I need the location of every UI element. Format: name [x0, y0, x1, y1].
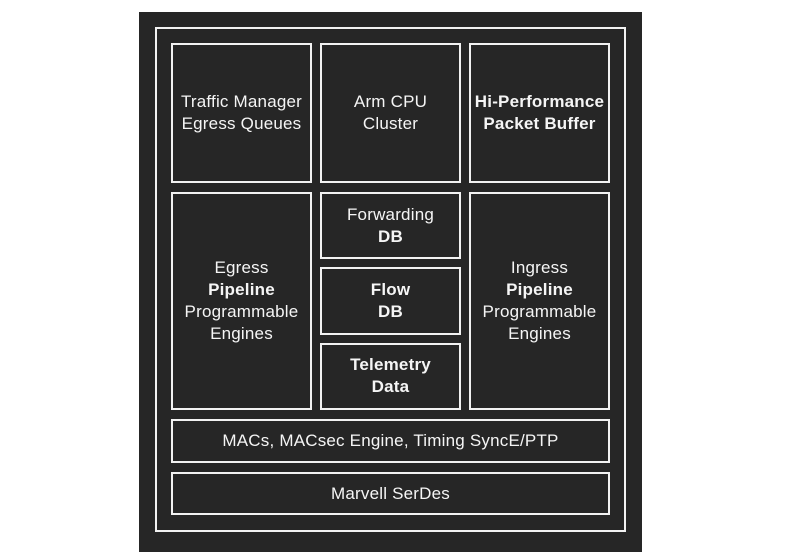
- block-line: Traffic Manager: [180, 92, 303, 111]
- block-telemetry-data: Telemetry Data: [320, 342, 461, 410]
- block-line: MACs, MACsec Engine, Timing SyncE/PTP: [222, 431, 559, 450]
- row-top: Traffic Manager Egress Queues Arm CPU Cl…: [171, 43, 610, 183]
- row-macs: MACs, MACsec Engine, Timing SyncE/PTP: [171, 419, 610, 463]
- block-egress-pipeline: Egress Pipeline Programmable Engines: [171, 192, 312, 410]
- row-serdes: Marvell SerDes: [171, 472, 610, 515]
- row-middle: Egress Pipeline Programmable Engines For…: [171, 192, 610, 410]
- block-line: Forwarding: [346, 204, 435, 224]
- block-line: Egress: [214, 258, 269, 277]
- block-line: Flow: [370, 279, 411, 299]
- block-line: Packet Buffer: [483, 114, 596, 133]
- chip-frame: Traffic Manager Egress Queues Arm CPU Cl…: [155, 27, 626, 532]
- block-line: Data: [371, 377, 410, 397]
- block-line: Pipeline: [506, 280, 573, 299]
- block-traffic-manager-egress-queues: Traffic Manager Egress Queues: [171, 43, 312, 183]
- block-macs-macsec-timing: MACs, MACsec Engine, Timing SyncE/PTP: [171, 419, 610, 463]
- block-line: Engines: [210, 324, 273, 343]
- block-line: Marvell SerDes: [331, 483, 450, 503]
- block-hi-performance-packet-buffer: Hi-Performance Packet Buffer: [469, 43, 610, 183]
- block-line: Hi-Performance: [474, 92, 605, 111]
- column-databases: Forwarding DB Flow DB Telemetry Data: [320, 192, 461, 410]
- block-line: DB: [378, 301, 403, 321]
- block-line: Arm CPU: [353, 92, 428, 111]
- block-line: Cluster: [362, 114, 419, 133]
- block-line: Programmable: [482, 302, 597, 321]
- block-line: Pipeline: [208, 280, 275, 299]
- block-forwarding-db: Forwarding DB: [320, 192, 461, 260]
- block-line: Programmable: [184, 302, 299, 321]
- block-flow-db: Flow DB: [320, 267, 461, 335]
- chip-outline: Traffic Manager Egress Queues Arm CPU Cl…: [139, 12, 642, 552]
- block-arm-cpu-cluster: Arm CPU Cluster: [320, 43, 461, 183]
- block-line: Engines: [508, 324, 571, 343]
- column-egress: Egress Pipeline Programmable Engines: [171, 192, 312, 410]
- block-line: Ingress: [510, 258, 569, 277]
- column-ingress: Ingress Pipeline Programmable Engines: [469, 192, 610, 410]
- block-line: Egress Queues: [181, 114, 302, 133]
- block-ingress-pipeline: Ingress Pipeline Programmable Engines: [469, 192, 610, 410]
- block-line: DB: [378, 226, 403, 246]
- block-marvell-serdes: Marvell SerDes: [171, 472, 610, 515]
- block-line: Telemetry: [350, 355, 431, 375]
